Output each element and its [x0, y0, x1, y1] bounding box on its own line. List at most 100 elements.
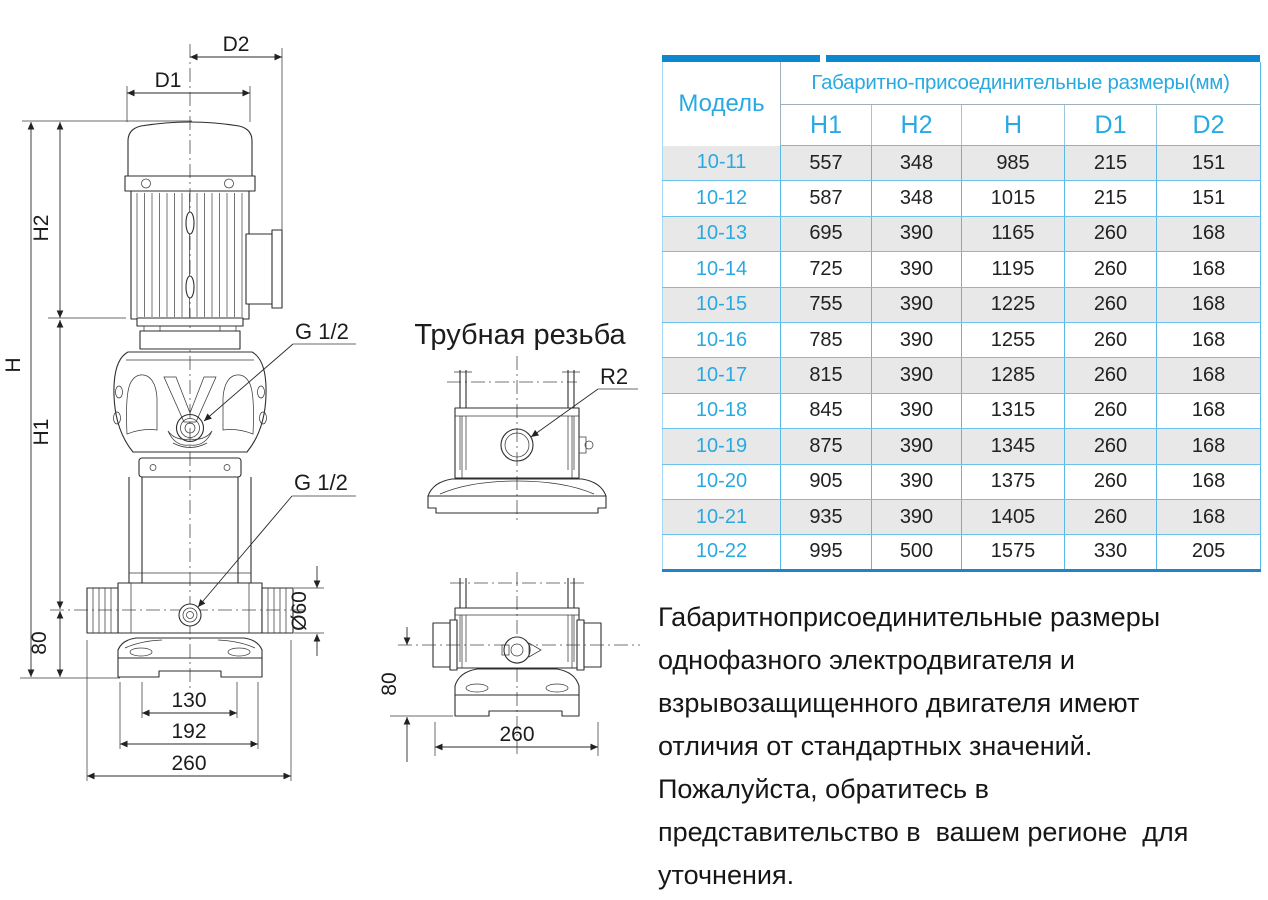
thread-port — [500, 428, 534, 462]
model-cell: 10-21 — [662, 499, 781, 536]
table-top-bar-notch — [820, 55, 826, 62]
model-cell: 10-18 — [662, 393, 781, 430]
d2-cell: 168 — [1156, 499, 1262, 536]
dimensions-main: D2 D1 H H2 H1 80 Ø60 130 192 — [2, 33, 356, 781]
model-cell: 10-15 — [662, 287, 781, 323]
d2-cell: 168 — [1156, 357, 1262, 394]
h-cell: 985 — [961, 145, 1065, 182]
d2-cell: 168 — [1156, 393, 1262, 430]
leader-port-top — [203, 343, 294, 422]
dimensions-table: Модель Габаритно-присоединительные разме… — [662, 62, 1262, 572]
dim-label-h: H — [2, 357, 25, 372]
d2-cell: 168 — [1156, 322, 1262, 359]
h2-cell: 348 — [871, 180, 962, 217]
d1-cell: 260 — [1064, 499, 1157, 536]
dim-label-80: 80 — [28, 631, 51, 654]
d1-cell: 215 — [1064, 180, 1157, 217]
thread-port-label: R2 — [600, 364, 628, 389]
terminal-box — [245, 233, 275, 305]
dim-label-d2: D2 — [223, 33, 250, 56]
d1-cell: 260 — [1064, 287, 1157, 323]
dimensions-table-section: Модель Габаритно-присоединительные разме… — [662, 55, 1262, 572]
group-header-dimensions: Габаритно-присоединительные размеры(мм) — [780, 62, 1261, 105]
h1-cell: 995 — [780, 534, 872, 571]
h1-cell: 845 — [780, 393, 872, 430]
h-cell: 1225 — [961, 287, 1065, 323]
h-cell: 1195 — [961, 251, 1065, 288]
d2-cell: 168 — [1156, 216, 1262, 253]
main-view: D2 D1 H H2 H1 80 Ø60 130 192 — [2, 33, 356, 781]
d1-cell: 260 — [1064, 251, 1157, 288]
model-cell: 10-13 — [662, 216, 781, 253]
d1-cell: 260 — [1064, 393, 1157, 430]
d1-cell: 330 — [1064, 534, 1157, 571]
table-row: 10-20 905 390 1375 260 168 — [662, 464, 1262, 500]
table-row: 10-17 815 390 1285 260 168 — [662, 357, 1262, 394]
dim-label-h1: H1 — [30, 419, 53, 446]
pump-drawing-svg: D2 D1 H H2 H1 80 Ø60 130 192 — [2, 33, 640, 781]
note-line: уточнения. — [658, 860, 795, 890]
table-row: 10-12 587 348 1015 215 151 — [662, 180, 1262, 217]
d2-cell: 168 — [1156, 251, 1262, 288]
column-header-d1: D1 — [1064, 104, 1157, 146]
h-cell: 1015 — [961, 180, 1065, 217]
d1-cell: 260 — [1064, 216, 1157, 253]
note-line: Пожалуйста, обратитесь в — [658, 774, 989, 804]
dim-label-130: 130 — [171, 689, 206, 712]
note-line: представительство в вашем регионе для — [658, 817, 1189, 847]
table-row: 10-22 995 500 1575 330 205 — [662, 534, 1262, 571]
h2-cell: 390 — [871, 464, 962, 500]
h1-cell: 785 — [780, 322, 872, 359]
motor — [124, 121, 283, 350]
pump-base — [117, 637, 263, 678]
table-row: 10-21 935 390 1405 260 168 — [662, 499, 1262, 536]
h2-cell: 348 — [871, 145, 962, 182]
table-row: 10-13 695 390 1165 260 168 — [662, 216, 1262, 253]
h2-cell: 390 — [871, 322, 962, 359]
model-cell: 10-22 — [662, 534, 781, 571]
pump-head — [113, 351, 267, 478]
h1-cell: 725 — [780, 251, 872, 288]
dim-label-260b: 260 — [499, 723, 534, 746]
h-cell: 1255 — [961, 322, 1065, 359]
stage-sleeve — [128, 477, 252, 583]
d1-cell: 260 — [1064, 428, 1157, 465]
h-cell: 1345 — [961, 428, 1065, 465]
column-header-h1: H1 — [780, 104, 872, 146]
pipe-left — [86, 587, 119, 634]
bottom-view: 80 260 — [378, 572, 640, 762]
bottom-port — [503, 636, 531, 664]
h-cell: 1405 — [961, 499, 1065, 536]
h2-cell: 500 — [871, 534, 962, 571]
column-header-h: H — [961, 104, 1065, 146]
model-cell: 10-14 — [662, 251, 781, 288]
h2-cell: 390 — [871, 357, 962, 394]
pump-body — [50, 582, 305, 634]
h1-cell: 905 — [780, 464, 872, 500]
d1-cell: 260 — [1064, 464, 1157, 500]
dim-label-260: 260 — [171, 752, 206, 775]
table-row: 10-11 557 348 985 215 151 — [662, 145, 1262, 182]
model-cell: 10-12 — [662, 180, 781, 217]
model-cell: 10-17 — [662, 357, 781, 394]
motor-note: Габаритноприсоединительные размеры одноф… — [658, 596, 1264, 897]
note-line: Габаритноприсоединительные размеры — [658, 602, 1161, 632]
model-cell: 10-19 — [662, 428, 781, 465]
h2-cell: 390 — [871, 251, 962, 288]
h-cell: 1285 — [961, 357, 1065, 394]
port-label-bottom: G 1/2 — [294, 470, 348, 495]
pipe-right — [261, 587, 294, 634]
leader-thread-port — [530, 388, 599, 438]
h-cell: 1315 — [961, 393, 1065, 430]
d1-cell: 215 — [1064, 145, 1157, 182]
d2-cell: 151 — [1156, 145, 1262, 182]
h2-cell: 390 — [871, 287, 962, 323]
h1-cell: 557 — [780, 145, 872, 182]
lantern-window-left — [126, 374, 158, 435]
motor-fins — [136, 193, 243, 317]
table-row: 10-15 755 390 1225 260 168 — [662, 287, 1262, 323]
column-header-h2: H2 — [871, 104, 962, 146]
h-cell: 1165 — [961, 216, 1065, 253]
h1-cell: 815 — [780, 357, 872, 394]
